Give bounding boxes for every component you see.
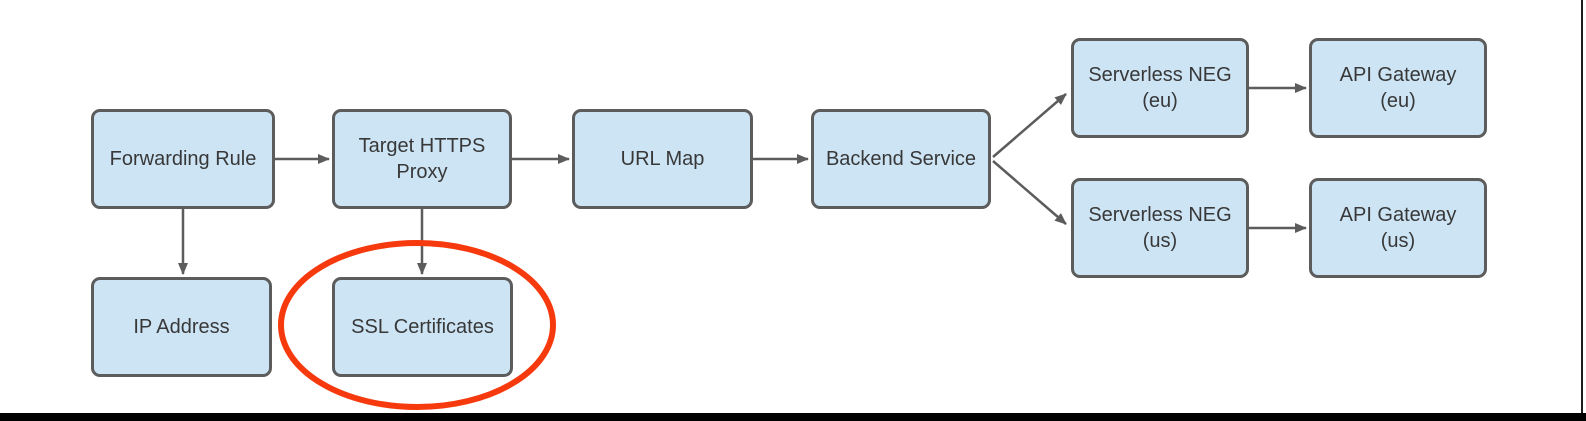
edge-backend-service-to-serverless-neg-us xyxy=(992,160,1067,225)
node-api-gateway-eu: API Gateway (eu) xyxy=(1309,38,1487,138)
node-serverless-neg-eu: Serverless NEG (eu) xyxy=(1071,38,1249,138)
node-ip-address: IP Address xyxy=(91,277,272,377)
right-edge-line xyxy=(1581,0,1583,421)
node-label: Target HTTPS Proxy xyxy=(358,135,486,183)
node-label: Backend Service xyxy=(825,148,977,170)
node-api-gateway-us: API Gateway (us) xyxy=(1309,178,1487,278)
node-label: URL Map xyxy=(620,148,705,170)
node-backend-service: Backend Service xyxy=(811,109,991,209)
node-label: Forwarding Rule xyxy=(109,148,257,170)
node-ssl-certificates: SSL Certificates xyxy=(332,277,513,377)
node-label: API Gateway (us) xyxy=(1339,204,1457,252)
bottom-black-bar xyxy=(0,413,1586,421)
node-forwarding-rule: Forwarding Rule xyxy=(91,109,275,209)
node-label: SSL Certificates xyxy=(351,316,494,338)
node-label: API Gateway (eu) xyxy=(1339,64,1457,112)
node-label: IP Address xyxy=(133,316,230,338)
node-serverless-neg-us: Serverless NEG (us) xyxy=(1071,178,1249,278)
edge-backend-service-to-serverless-neg-eu xyxy=(992,93,1067,158)
node-label: Serverless NEG (us) xyxy=(1088,204,1232,252)
node-url-map: URL Map xyxy=(572,109,753,209)
node-label: Serverless NEG (eu) xyxy=(1088,64,1232,112)
node-target-https-proxy: Target HTTPS Proxy xyxy=(332,109,512,209)
